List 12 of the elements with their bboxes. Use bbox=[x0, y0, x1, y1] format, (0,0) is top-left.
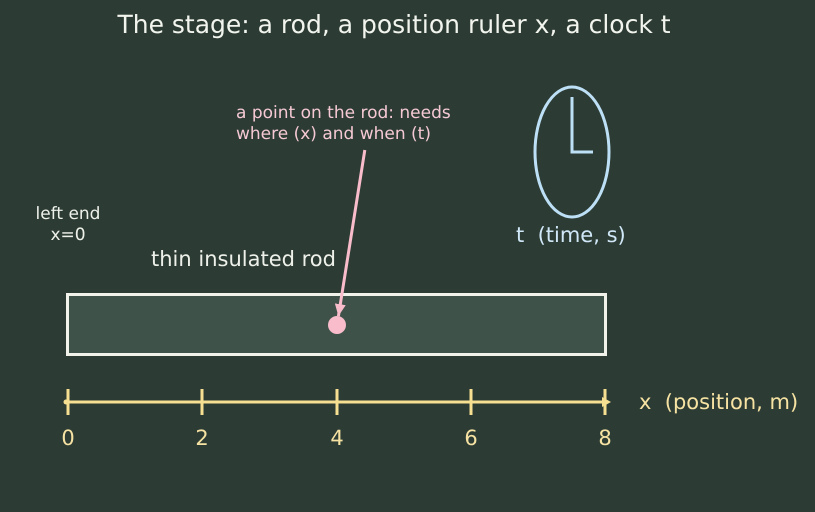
end-label: left end x=0 bbox=[34, 204, 102, 246]
tick-label: 2 bbox=[195, 425, 209, 451]
tick-label: 4 bbox=[330, 425, 344, 451]
time-axis-label: t (time, s) bbox=[516, 222, 626, 248]
rod-label: thin insulated rod bbox=[151, 246, 336, 272]
tick-label: 6 bbox=[464, 425, 478, 451]
tick-label: 0 bbox=[61, 425, 75, 451]
title: The stage: a rod, a position ruler x, a clock t bbox=[117, 9, 671, 41]
tick-label: 8 bbox=[598, 425, 612, 451]
arrow bbox=[334, 150, 366, 316]
annotation-text: a point on the rod: needs where (x) and when (t) bbox=[236, 103, 462, 145]
position-axis-label: x (position, m) bbox=[639, 389, 798, 415]
